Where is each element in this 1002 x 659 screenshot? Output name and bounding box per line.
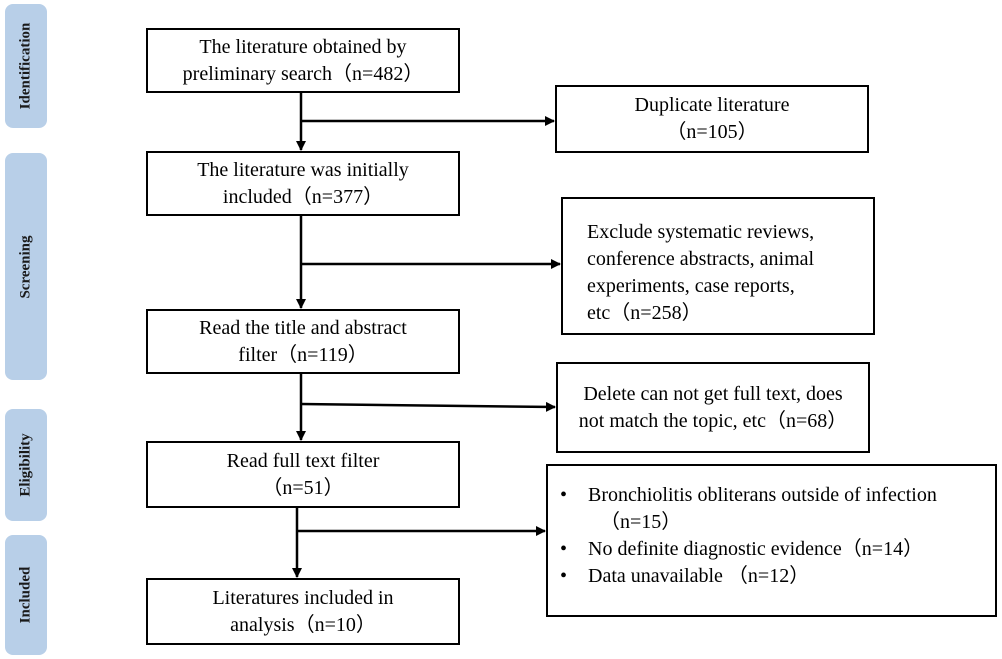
exclusion-reasons-list: • Bronchiolitis obliterans outside of in… xyxy=(560,482,985,590)
box-initially-line-2: included（n=377） xyxy=(222,185,384,208)
list-item: • No definite diagnostic evidence（n=14） xyxy=(560,536,985,563)
box-delete-line-1: Delete can not get full text, does xyxy=(583,382,843,405)
box-delete: Delete can not get full text, does not m… xyxy=(556,362,870,453)
box-exclude-line-4: etc（n=258） xyxy=(587,302,702,324)
box-exclude: Exclude systematic reviews, conference a… xyxy=(561,197,875,335)
box-title-abstract-line-2: filter（n=119） xyxy=(238,343,368,366)
box-full-text-line-1: Read full text filter xyxy=(226,449,380,472)
box-full-text-line-2: （n=51） xyxy=(262,476,344,499)
list-item: • Data unavailable （n=12） xyxy=(560,563,985,590)
phase-included: Included xyxy=(5,535,47,655)
phase-eligibility: Eligibility xyxy=(5,409,47,521)
box-analysis-line-2: analysis（n=10） xyxy=(230,613,376,636)
phase-identification: Identification xyxy=(5,4,47,128)
box-delete-line-2: not match the topic, etc（n=68） xyxy=(578,409,848,432)
box-full-text: Read full text filter （n=51） xyxy=(146,441,460,508)
box-exclude-line-2: conference abstracts, animal xyxy=(587,248,815,270)
box-preliminary-line-2: preliminary search（n=482） xyxy=(182,62,424,85)
arrow-right-delete xyxy=(300,401,556,412)
box-duplicate-line-2: （n=105） xyxy=(666,121,758,143)
box-preliminary-line-1: The literature obtained by xyxy=(199,35,407,58)
reason-text: Bronchiolitis obliterans outside of infe… xyxy=(588,484,937,506)
bullet-icon: • xyxy=(560,484,568,506)
bullet-icon: • xyxy=(560,565,568,587)
bullet-icon: • xyxy=(560,538,568,560)
box-analysis-line-1: Literatures included in xyxy=(212,586,394,609)
box-exclude-line-1: Exclude systematic reviews, xyxy=(587,221,815,243)
box-duplicate: Duplicate literature （n=105） xyxy=(555,85,869,153)
phase-screening: Screening xyxy=(5,153,47,380)
box-preliminary-search: The literature obtained by preliminary s… xyxy=(146,28,460,93)
box-title-abstract-line-1: Read the title and abstract xyxy=(199,316,407,339)
box-exclude-line-3: experiments, case reports, xyxy=(587,275,795,297)
reason-text: Data unavailable （n=12） xyxy=(588,565,810,587)
box-analysis: Literatures included in analysis（n=10） xyxy=(146,578,460,645)
box-initially-included: The literature was initially included（n=… xyxy=(146,151,460,216)
box-initially-line-1: The literature was initially xyxy=(197,158,409,181)
reason-text: No definite diagnostic evidence（n=14） xyxy=(588,538,924,560)
box-exclusion-reasons: • Bronchiolitis obliterans outside of in… xyxy=(546,464,997,617)
box-title-abstract: Read the title and abstract filter（n=119… xyxy=(146,309,460,374)
box-duplicate-line-1: Duplicate literature xyxy=(634,94,790,116)
list-item: • Bronchiolitis obliterans outside of in… xyxy=(560,482,985,536)
reason-count: （n=15） xyxy=(600,511,682,533)
